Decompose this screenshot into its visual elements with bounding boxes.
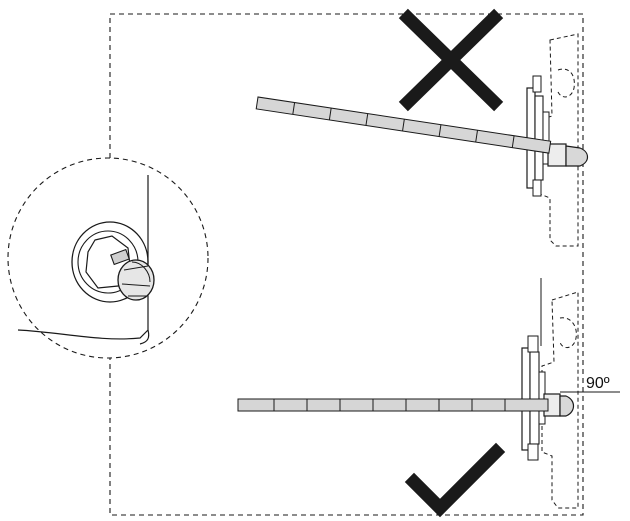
correct-installation: 90º [237,278,620,518]
check-mark-icon [404,442,506,518]
magnified-detail [7,157,209,359]
ruler-incorrect [255,96,552,154]
incorrect-installation [255,8,589,247]
angle-label: 90º [586,375,610,392]
cross-mark-icon [398,8,504,112]
ruler-correct [237,398,549,412]
dashed-frame [109,13,584,516]
